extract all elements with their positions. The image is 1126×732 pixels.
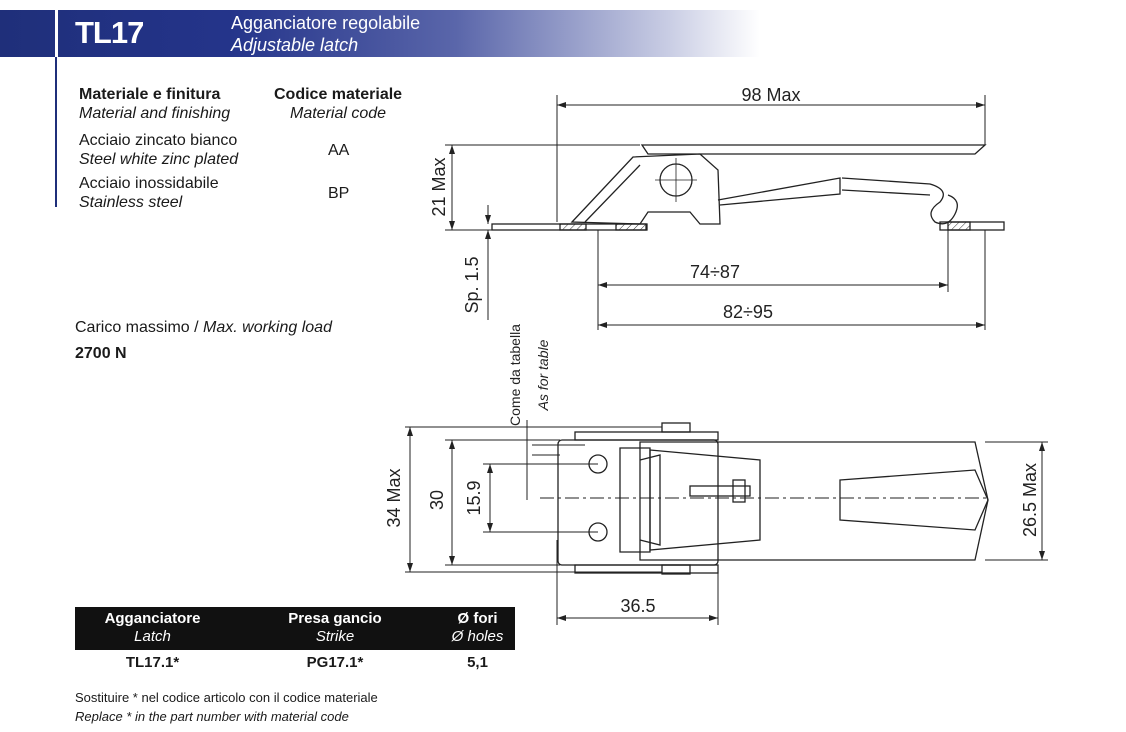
material-name-it: Acciaio inossidabile	[79, 175, 219, 192]
dim-width-max-label: 34 Max	[384, 468, 404, 527]
header-label: Presa gancio	[288, 610, 382, 627]
max-load-label-en: Max. working load	[203, 319, 332, 336]
header-sub: Latch	[134, 628, 171, 645]
header-rule	[55, 57, 57, 207]
material-row-1: Acciaio zincato bianco Steel white zinc …	[79, 131, 238, 169]
max-load-label: Carico massimo / Max. working load	[75, 319, 332, 337]
code-header: Codice materiale Material code	[274, 85, 402, 123]
hook-loop-inner	[639, 454, 661, 546]
material-name-en: Steel white zinc plated	[79, 151, 239, 168]
material-name-it: Acciaio zincato bianco	[79, 132, 238, 149]
lever-top	[639, 441, 989, 561]
strike-plate	[939, 221, 1005, 231]
header-label: Agganciatore	[104, 610, 201, 627]
code-header-en: Material code	[290, 105, 387, 122]
hook-arm	[717, 177, 841, 206]
dim-hole-pitch-label: 15.9	[464, 480, 484, 515]
lever-grip	[839, 469, 989, 531]
material-code: BP	[328, 185, 350, 202]
latch-body	[570, 153, 721, 225]
header-sub: Ø holes	[451, 628, 504, 645]
top-view	[540, 422, 990, 575]
footnote-en: Replace * in the part number with materi…	[75, 709, 349, 724]
side-dimensions	[445, 95, 986, 330]
material-header-en: Material and finishing	[79, 105, 231, 122]
strike-section	[947, 221, 971, 231]
product-title-it: Agganciatore regolabile	[231, 13, 421, 33]
header-label: Ø fori	[457, 610, 498, 627]
body-edge	[584, 164, 641, 223]
latch-part-number: TL17.1*	[125, 654, 180, 671]
plate-flange-top	[574, 431, 719, 441]
dim-height-label: 21 Max	[429, 157, 449, 216]
header-sub: Strike	[315, 628, 355, 645]
hook-loop	[619, 447, 651, 553]
material-header: Materiale e finitura Material and finish…	[79, 85, 230, 123]
hole-diameter: 5,1	[467, 654, 488, 671]
top-dimensions	[405, 420, 1048, 625]
material-code: AA	[328, 142, 350, 159]
parts-header-holes: Ø fori Ø holes	[440, 607, 515, 650]
dim-thickness-label: Sp. 1.5	[462, 256, 482, 313]
dim-overall-label: 98 Max	[741, 85, 800, 105]
parts-header-latch: Agganciatore Latch	[75, 607, 230, 650]
hook-wire	[841, 177, 958, 225]
dim-hole-outer-label: 30	[427, 490, 447, 510]
footnote-it: Sostituire * nel codice articolo con il …	[75, 690, 378, 705]
max-load-value: 2700 N	[75, 345, 127, 362]
note-as-table-it: Come da tabella	[507, 324, 523, 426]
dim-body-width-label: 26.5 Max	[1020, 463, 1040, 537]
pin-bottom	[661, 564, 691, 575]
dim-hole-offset-label: 36.5	[620, 596, 655, 616]
code-header-it: Codice materiale	[274, 86, 403, 103]
material-header-it: Materiale e finitura	[79, 86, 221, 103]
pin-top	[661, 422, 691, 433]
side-view	[491, 144, 1005, 231]
max-load-label-it: Carico massimo /	[75, 319, 199, 336]
table-row: TL17.1* PG17.1* 5,1	[75, 650, 515, 675]
lever	[640, 144, 987, 155]
product-title-en: Adjustable latch	[231, 35, 359, 55]
header-separator	[55, 10, 58, 57]
screw	[732, 479, 746, 503]
product-code: TL17	[75, 15, 144, 50]
hook-wire-inner	[841, 189, 931, 196]
slot	[689, 485, 751, 497]
parts-table: Agganciatore Latch Presa gancio Strike Ø…	[75, 607, 515, 675]
strike-part-number: PG17.1*	[306, 654, 364, 671]
parts-header-strike: Presa gancio Strike	[230, 607, 440, 650]
dim-range-1-label: 74÷87	[690, 262, 740, 282]
dim-range-2-label: 82÷95	[723, 302, 773, 322]
header-band	[0, 10, 760, 57]
material-name-en: Stainless steel	[79, 194, 183, 211]
base-section	[615, 223, 647, 231]
base-section	[559, 223, 587, 231]
material-row-2: Acciaio inossidabile Stainless steel	[79, 174, 219, 212]
lever-window	[649, 449, 761, 551]
note-as-table-en: As for table	[535, 339, 551, 411]
